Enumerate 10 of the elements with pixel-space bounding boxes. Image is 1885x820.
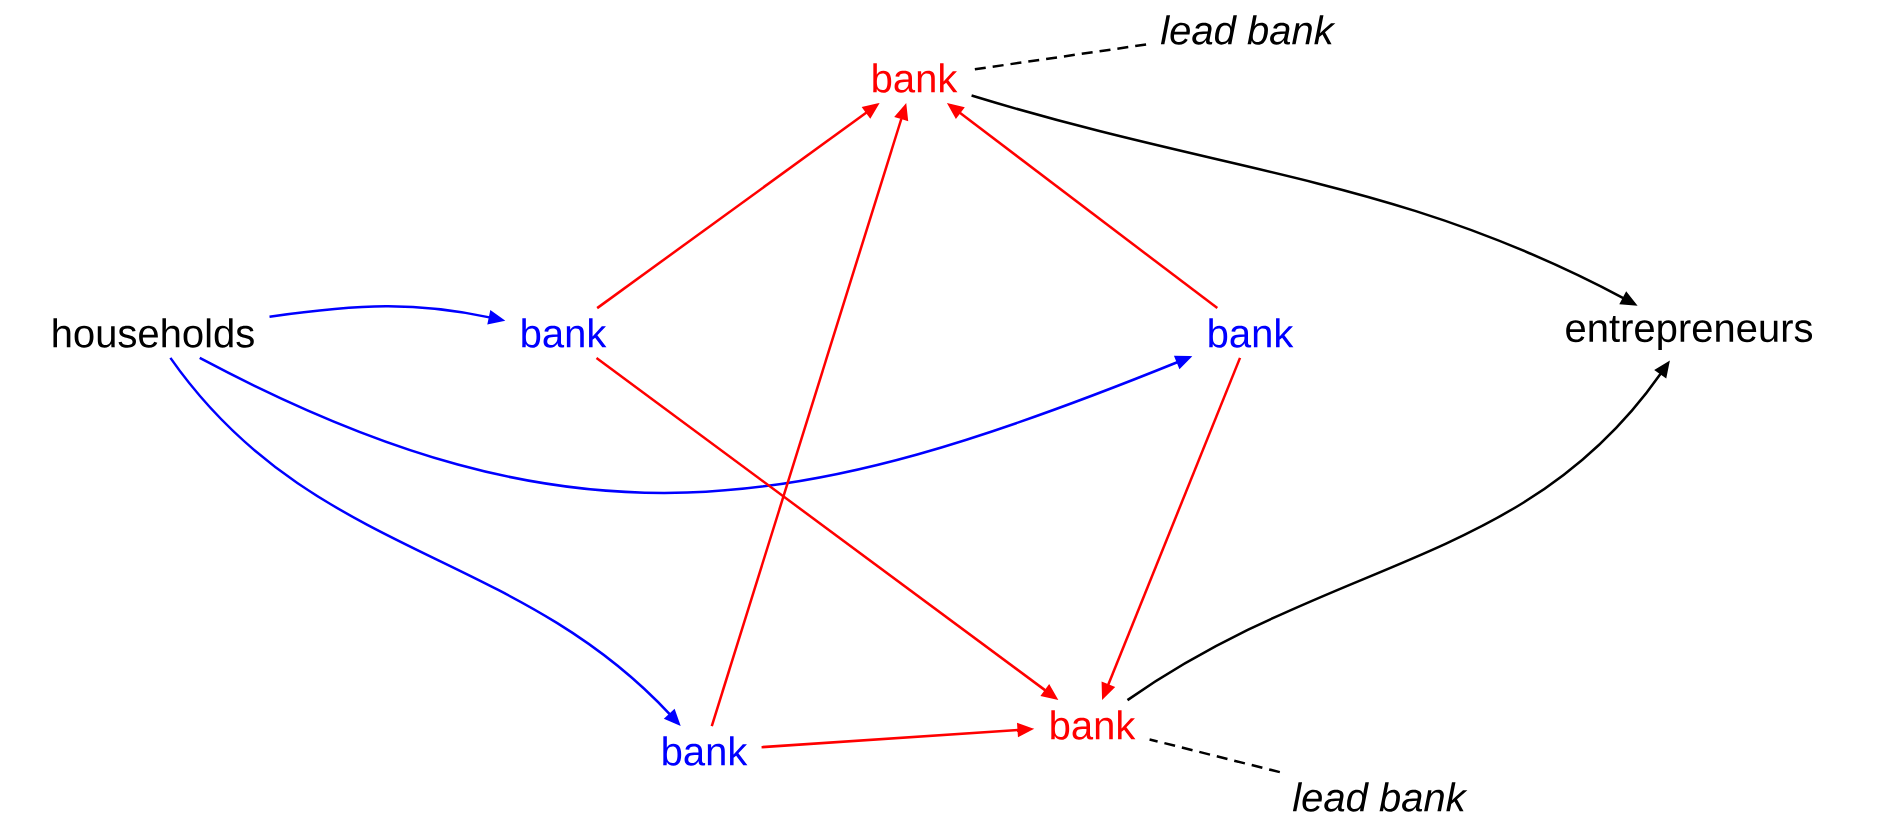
node-label: bank — [1209, 318, 1294, 348]
annotation-label: lead bank — [1160, 15, 1336, 45]
node-label: bank — [663, 736, 748, 766]
node-label: entrepreneurs — [1566, 315, 1813, 351]
node-label: bank — [1051, 710, 1136, 740]
leader-line — [1149, 738, 1281, 774]
node-label: bank — [873, 63, 958, 93]
annotation-label: lead bank — [1292, 782, 1468, 812]
node-label: bank — [522, 318, 607, 348]
node-label: households — [53, 318, 254, 348]
